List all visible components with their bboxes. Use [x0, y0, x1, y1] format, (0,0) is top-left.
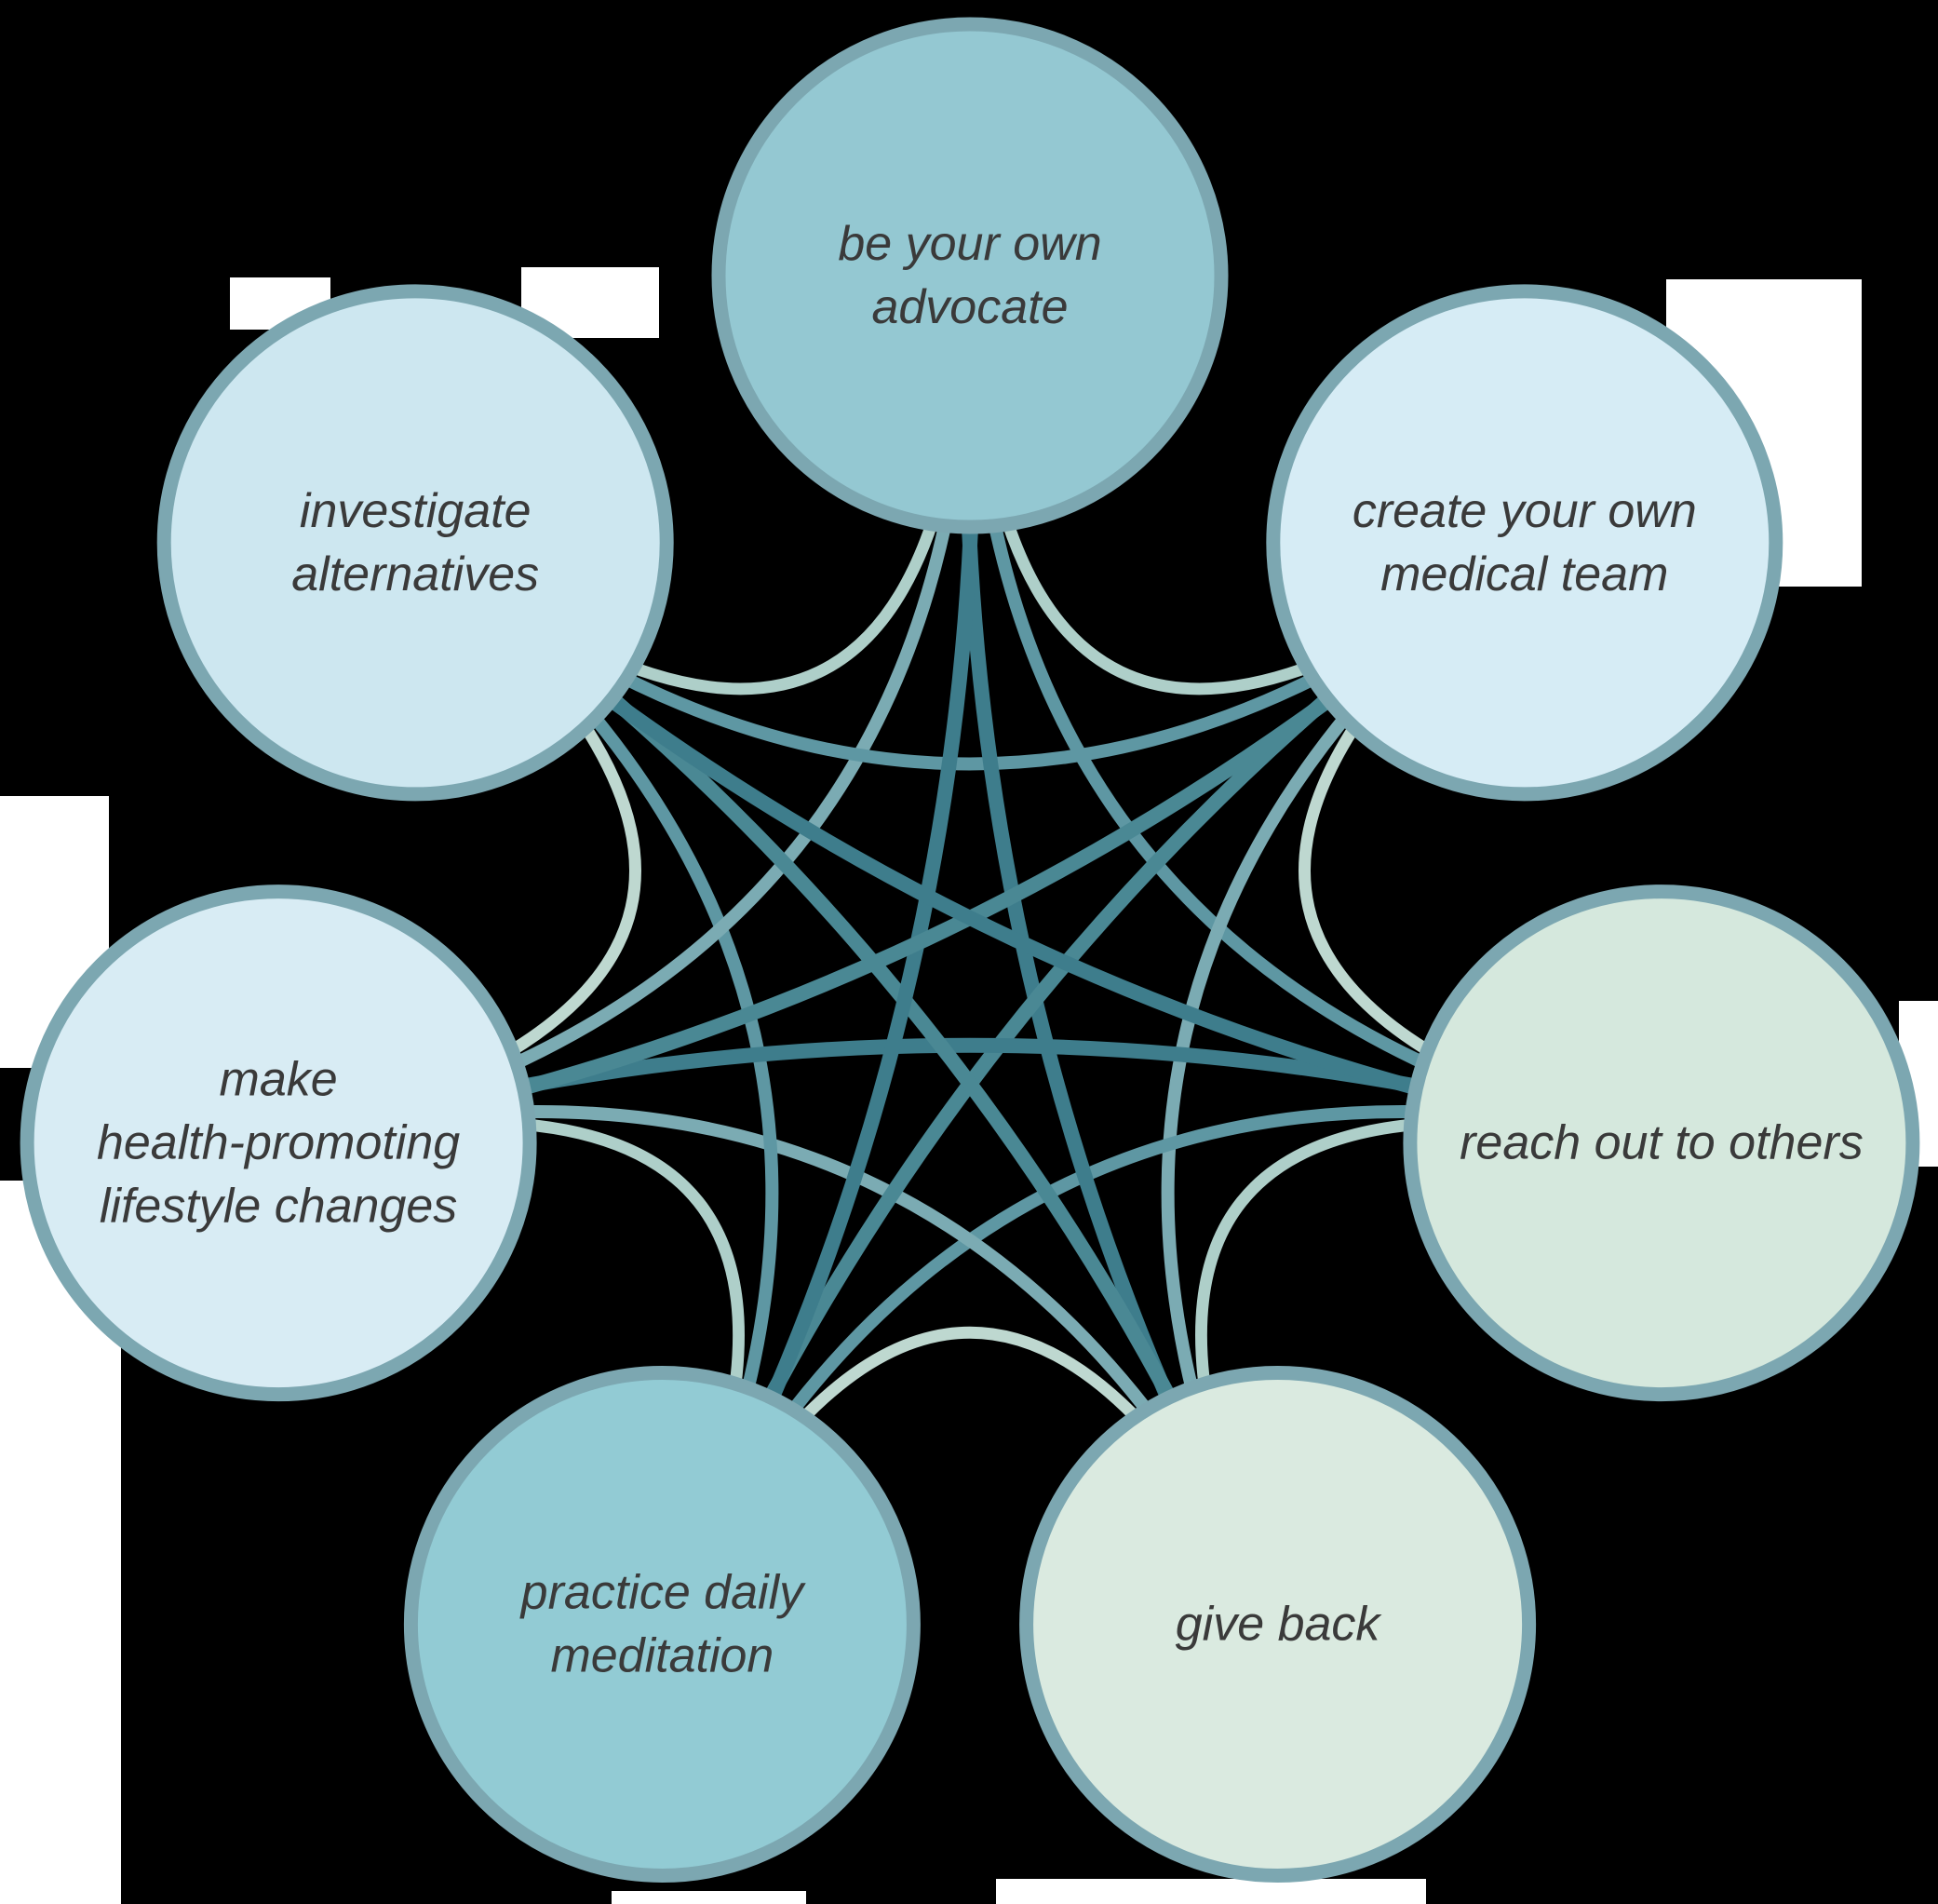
node-give-back: give back: [1019, 1366, 1537, 1883]
node-circle-practice-daily-meditation: [403, 1366, 921, 1883]
node-label-line: reach out to others: [1460, 1116, 1864, 1170]
node-circle-be-your-own-advocate: [711, 17, 1229, 534]
node-practice-daily-meditation: practice daily meditation: [403, 1366, 921, 1883]
node-be-your-own-advocate: be your own advocate: [711, 17, 1229, 534]
node-label-line: practice daily: [519, 1566, 806, 1620]
node-make-lifestyle-changes: make health-promoting lifestyle changes: [20, 884, 537, 1402]
node-label-be-your-own-advocate: be your own advocate: [838, 217, 1101, 334]
node-circle-give-back: [1019, 1366, 1537, 1883]
node-label-practice-daily-meditation: practice daily meditation: [519, 1566, 806, 1683]
node-circle-reach-out-to-others: [1403, 884, 1920, 1402]
background-artifact-6: [612, 1891, 806, 1904]
background-artifact-7: [996, 1879, 1426, 1904]
node-label-investigate-alternatives: investigate alternatives: [291, 484, 539, 601]
node-label-line: health-promoting: [97, 1116, 460, 1170]
node-circle-make-lifestyle-changes: [20, 884, 537, 1402]
node-label-reach-out-to-others: reach out to others: [1460, 1116, 1864, 1170]
node-circle-create-your-own-medical-team: [1266, 284, 1783, 802]
node-label-line: advocate: [871, 280, 1068, 334]
node-label-line: create your own: [1353, 484, 1697, 538]
node-investigate-alternatives: investigate alternatives: [156, 284, 674, 802]
node-label-line: give back: [1176, 1598, 1383, 1652]
node-label-line: be your own: [838, 217, 1101, 271]
node-label-line: lifestyle changes: [100, 1180, 457, 1234]
node-label-create-your-own-medical-team: create your own medical team: [1353, 484, 1697, 601]
node-circle-investigate-alternatives: [156, 284, 674, 802]
node-create-your-own-medical-team: create your own medical team: [1266, 284, 1783, 802]
node-label-give-back: give back: [1176, 1598, 1383, 1652]
node-label-make-lifestyle-changes: make health-promoting lifestyle changes: [97, 1053, 460, 1234]
node-label-line: meditation: [550, 1629, 774, 1683]
node-label-line: make: [220, 1053, 338, 1107]
node-label-line: investigate: [300, 484, 532, 538]
node-label-line: alternatives: [291, 547, 539, 601]
node-reach-out-to-others: reach out to others: [1403, 884, 1920, 1402]
node-label-line: medical team: [1380, 547, 1668, 601]
